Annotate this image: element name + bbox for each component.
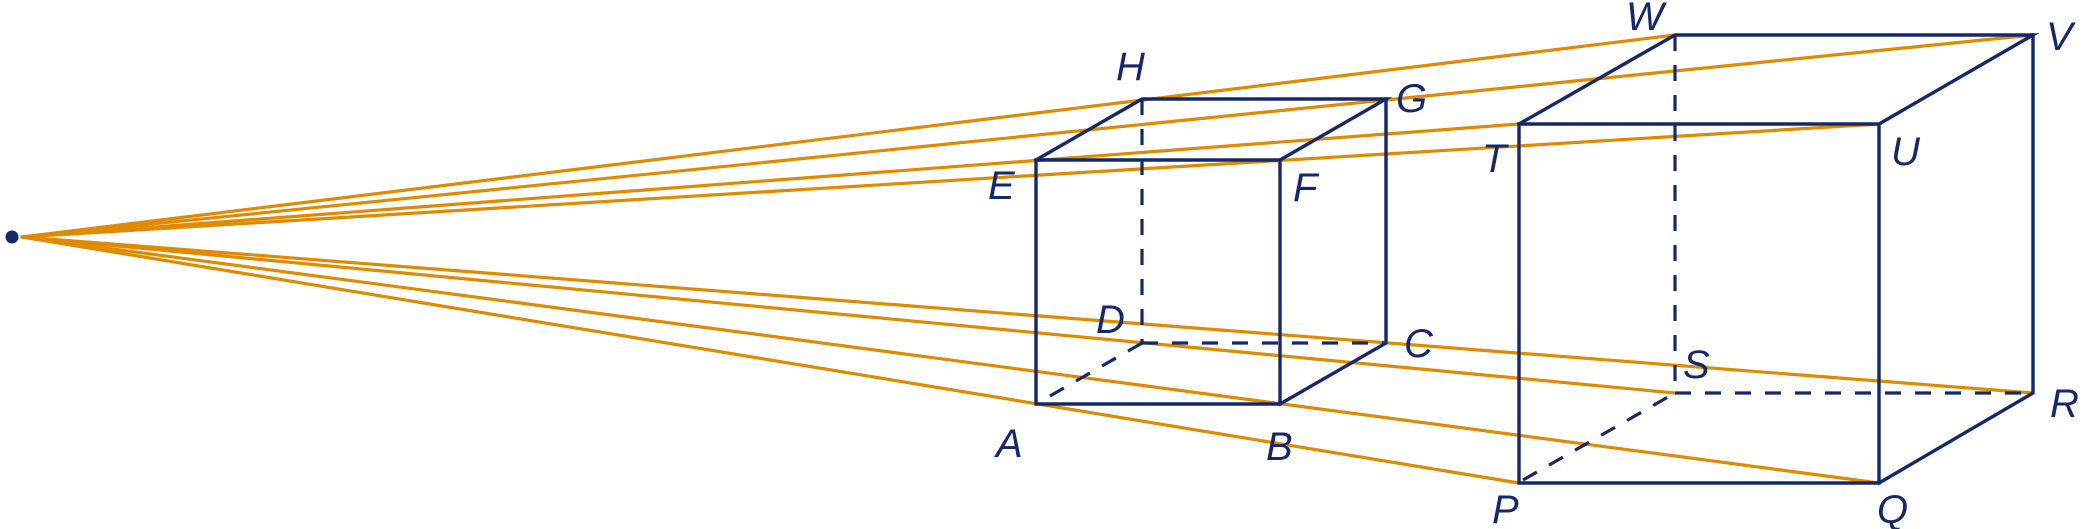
- vertex-label-a: A: [994, 422, 1023, 466]
- vertex-label-f: F: [1293, 166, 1320, 210]
- ray-to-w: [20, 33, 1677, 239]
- vertex-label-q: Q: [1877, 488, 1908, 529]
- ray-to-u: [20, 122, 1881, 239]
- large-cube-top-face: [1516, 33, 2040, 127]
- vertex-label-v: V: [2046, 15, 2076, 59]
- ray-to-r: [20, 235, 2035, 395]
- large-cube-labels: P Q R S T U V W: [1482, 0, 2079, 529]
- large-cube-right-face: [1876, 33, 2035, 486]
- vertex-label-e: E: [988, 164, 1016, 208]
- vertex-label-c: C: [1404, 322, 1434, 366]
- vertex-label-t: T: [1482, 137, 1509, 181]
- ray-to-v: [20, 33, 2035, 239]
- small-cube-top-face: [1033, 97, 1393, 163]
- projection-rays: [20, 33, 2035, 485]
- small-cube-front-face: [1034, 158, 1282, 406]
- vertex-label-s: S: [1683, 343, 1710, 387]
- vertex-label-h: H: [1116, 45, 1145, 89]
- vertex-label-r: R: [2050, 382, 2079, 426]
- ray-to-p: [20, 235, 1521, 485]
- small-cube-hidden-edge-ad: [1049, 341, 1143, 398]
- large-cube-hidden-edge-ps: [1522, 391, 1676, 482]
- vertex-label-u: U: [1891, 130, 1921, 174]
- small-cube: [1033, 97, 1393, 407]
- vertex-label-p: P: [1492, 488, 1519, 529]
- ray-to-t: [20, 122, 1521, 239]
- vertex-label-d: D: [1096, 298, 1125, 342]
- large-cube: [1516, 33, 2040, 486]
- large-cube-front-face: [1517, 122, 1881, 485]
- vertex-label-g: G: [1396, 77, 1427, 121]
- vertex-label-b: B: [1266, 425, 1293, 469]
- vertex-label-w: W: [1626, 0, 1667, 39]
- ray-to-s: [20, 235, 1677, 395]
- ray-to-q: [20, 235, 1881, 485]
- small-cube-labels: A B C D E F G H: [988, 45, 1434, 469]
- center-of-enlargement: [5, 230, 19, 244]
